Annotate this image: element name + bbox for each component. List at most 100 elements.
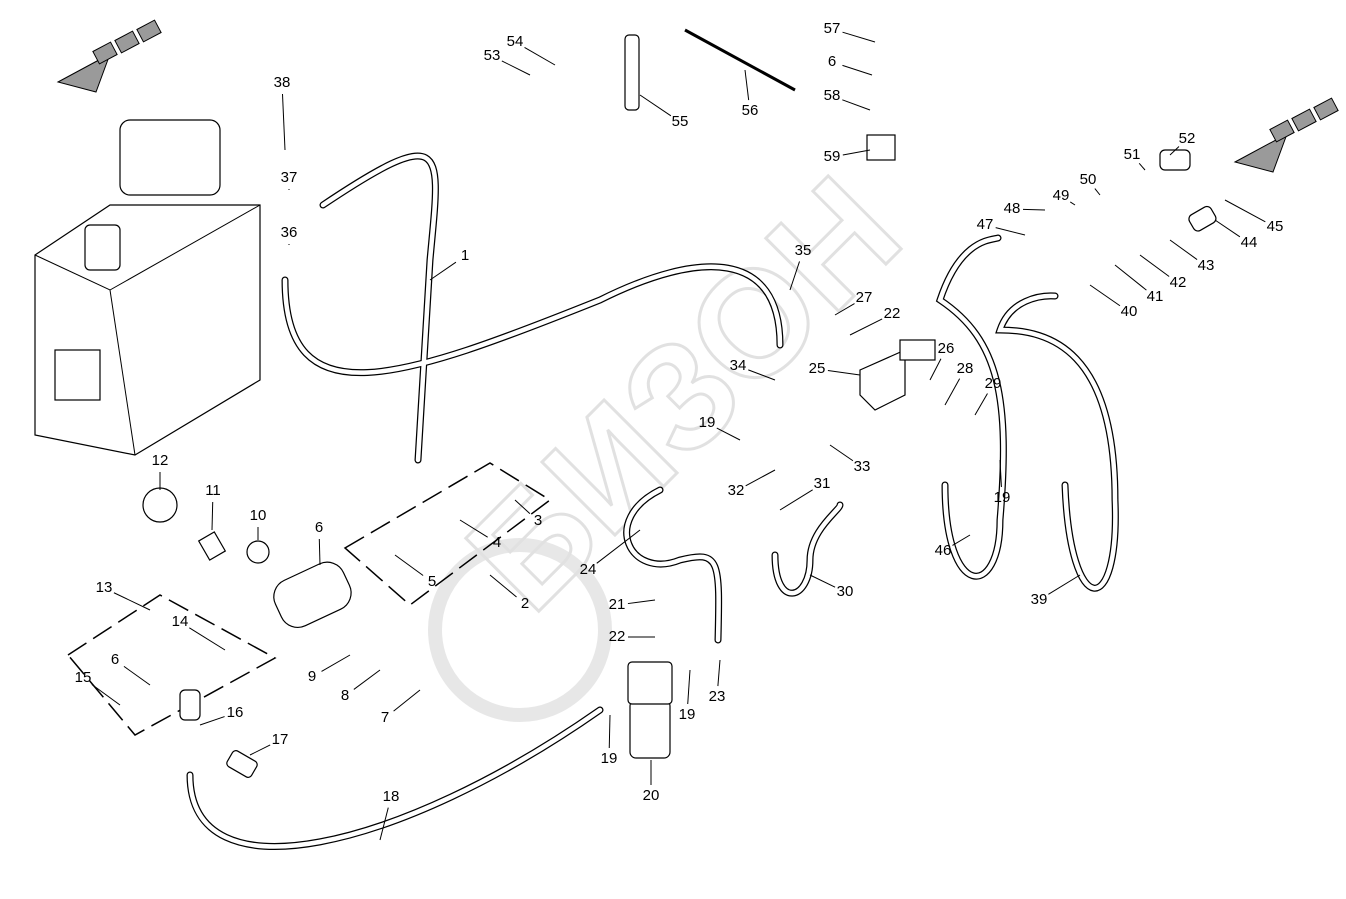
leader-line: [974, 393, 988, 416]
leader-line: [211, 501, 214, 531]
callout-37: 37: [281, 169, 298, 186]
leader-line: [489, 574, 517, 598]
leader-line: [1169, 146, 1180, 156]
callout-14: 14: [172, 613, 189, 630]
leader-line: [842, 149, 871, 156]
callout-24: 24: [580, 561, 597, 578]
leader-line: [1094, 188, 1101, 196]
leader-line: [716, 427, 741, 441]
callout-58: 58: [824, 87, 841, 104]
leader-line: [199, 716, 225, 726]
callout-32: 32: [728, 482, 745, 499]
leader-line: [318, 538, 321, 566]
callout-21: 21: [609, 596, 626, 613]
callout-29: 29: [985, 375, 1002, 392]
leader-line: [929, 358, 942, 381]
callout-leaders: [91, 31, 1266, 841]
leader-line: [379, 807, 389, 841]
callout-19: 19: [994, 489, 1011, 506]
leader-line: [745, 469, 776, 487]
callout-34: 34: [730, 357, 747, 374]
callout-28: 28: [957, 360, 974, 377]
callout-6: 6: [828, 53, 836, 70]
callout-17: 17: [272, 731, 289, 748]
callout-30: 30: [837, 583, 854, 600]
callout-48: 48: [1004, 200, 1021, 217]
leader-line: [608, 714, 611, 749]
leader-line: [113, 592, 151, 611]
leader-line: [717, 659, 721, 687]
leader-line: [1169, 239, 1198, 260]
leader-line: [842, 31, 876, 43]
leader-line: [995, 227, 1026, 236]
callout-2: 2: [521, 595, 529, 612]
leader-line: [249, 744, 271, 756]
callout-22: 22: [609, 628, 626, 645]
leader-line: [353, 669, 381, 690]
leader-line: [687, 669, 691, 705]
leader-line: [842, 99, 871, 111]
callout-50: 50: [1080, 171, 1097, 188]
watermark-logo: БИЗОН: [428, 144, 932, 722]
leader-line: [459, 519, 488, 538]
leader-line: [779, 489, 813, 511]
leader-line: [627, 599, 656, 605]
callout-19: 19: [601, 750, 618, 767]
callout-33: 33: [854, 458, 871, 475]
callout-44: 44: [1241, 234, 1258, 251]
callout-19: 19: [699, 414, 716, 431]
leader-line: [1139, 254, 1170, 277]
leader-line: [944, 378, 961, 406]
leader-line: [748, 369, 776, 381]
leader-line: [829, 444, 854, 462]
leader-line: [809, 574, 836, 588]
callout-6: 6: [315, 519, 323, 536]
leader-line: [1224, 199, 1266, 223]
leader-line: [1089, 284, 1121, 307]
callout-46: 46: [935, 542, 952, 559]
leader-line: [952, 534, 971, 546]
leader-line: [1022, 208, 1046, 211]
leader-line: [321, 654, 351, 672]
callout-59: 59: [824, 148, 841, 165]
leader-line: [524, 47, 556, 66]
callout-40: 40: [1121, 303, 1138, 320]
direction-arrow-right: [1233, 97, 1339, 173]
callout-10: 10: [250, 507, 267, 524]
leader-line: [1048, 574, 1081, 595]
leader-line: [1069, 201, 1076, 206]
callout-6: 6: [111, 651, 119, 668]
callout-54: 54: [507, 33, 524, 50]
hydraulic-tank: [34, 119, 261, 456]
leader-line: [789, 261, 800, 291]
leader-line: [999, 459, 1002, 488]
leader-line: [842, 64, 873, 76]
callout-5: 5: [428, 573, 436, 590]
leader-line: [596, 529, 641, 564]
callout-56: 56: [742, 102, 759, 119]
callout-53: 53: [484, 47, 501, 64]
callout-11: 11: [205, 482, 221, 499]
callout-38: 38: [274, 74, 291, 91]
callout-52: 52: [1179, 130, 1196, 147]
callout-27: 27: [856, 289, 873, 306]
leader-line: [1138, 162, 1146, 171]
callout-7: 7: [381, 709, 389, 726]
callout-31: 31: [814, 475, 831, 492]
callout-19: 19: [679, 706, 696, 723]
svg-text:БИЗОН: БИЗОН: [436, 146, 931, 641]
leader-line: [744, 69, 750, 101]
leader-line: [394, 554, 424, 576]
callout-16: 16: [227, 704, 244, 721]
callout-12: 12: [152, 452, 169, 469]
callout-35: 35: [795, 242, 812, 259]
leader-line: [827, 370, 861, 376]
fittings: [142, 28, 1217, 778]
seal-kit-group-13: [66, 594, 277, 736]
leader-line: [429, 261, 457, 281]
leader-line: [281, 93, 286, 151]
callout-47: 47: [977, 216, 994, 233]
callout-13: 13: [96, 579, 113, 596]
leader-line: [834, 303, 855, 316]
